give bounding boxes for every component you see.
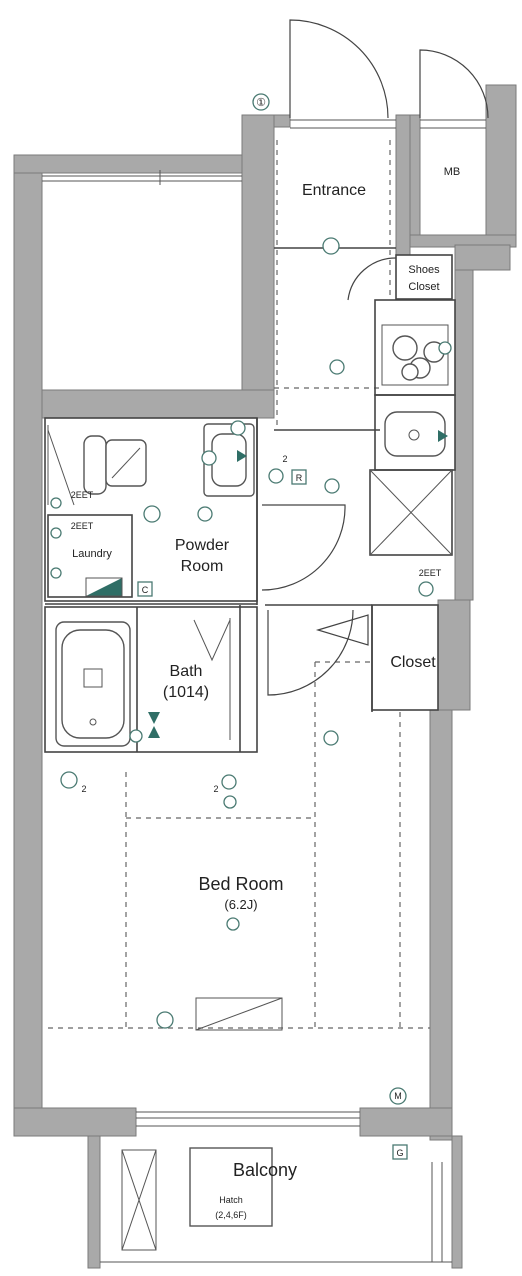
marker-2-b: 2 xyxy=(81,784,86,794)
label-entrance: Entrance xyxy=(302,182,366,199)
label-shoes-closet-1: Shoes xyxy=(408,264,440,276)
marker-m: M xyxy=(394,1091,402,1101)
electrical-symbols xyxy=(50,93,452,1160)
label-bath-size: (1014) xyxy=(163,684,209,701)
partitions xyxy=(42,119,486,1263)
ceiling-dashes xyxy=(48,140,430,1029)
doors xyxy=(261,19,489,696)
marker-top-circle: ① xyxy=(256,97,266,109)
label-closet: Closet xyxy=(390,654,436,671)
symbol-labels: ① R C M G 2 2 2 2EET 2EET 2EET xyxy=(71,97,442,1158)
marker-2-c: 2 xyxy=(213,784,218,794)
marker-eet-1: 2EET xyxy=(71,490,94,500)
marker-c: C xyxy=(142,585,149,595)
marker-eet-3: 2EET xyxy=(419,568,442,578)
label-hatch-1: Hatch xyxy=(219,1195,243,1205)
fixtures xyxy=(47,324,449,1251)
label-laundry: Laundry xyxy=(72,548,112,560)
label-powder-room-2: Room xyxy=(181,558,224,575)
marker-eet-2: 2EET xyxy=(71,521,94,531)
walls xyxy=(13,84,517,1269)
label-shoes-closet-2: Closet xyxy=(408,281,439,293)
marker-g: G xyxy=(396,1148,403,1158)
marker-r: R xyxy=(296,473,303,483)
label-bedroom-size: (6.2J) xyxy=(224,897,257,912)
label-bedroom: Bed Room xyxy=(198,874,283,894)
label-bath: Bath xyxy=(170,663,203,680)
label-powder-room-1: Powder xyxy=(175,537,230,554)
room-labels: Entrance MB Shoes Closet Powder Room Lau… xyxy=(72,166,460,1220)
label-balcony: Balcony xyxy=(233,1160,297,1180)
marker-2-a: 2 xyxy=(282,454,287,464)
label-hatch-2: (2,4,6F) xyxy=(215,1210,247,1220)
label-mb: MB xyxy=(444,166,461,178)
